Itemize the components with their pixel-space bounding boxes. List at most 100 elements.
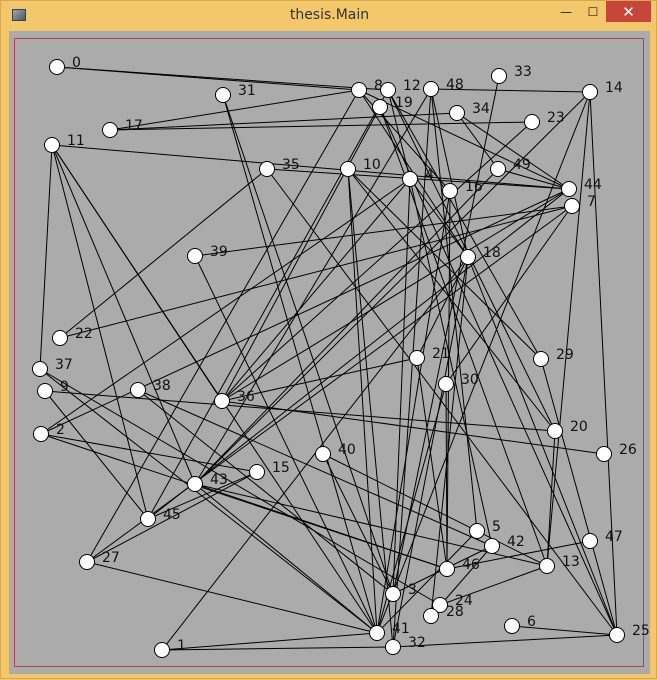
graph-node[interactable] xyxy=(315,446,331,462)
graph-node-label: 19 xyxy=(395,95,413,111)
graph-node[interactable] xyxy=(385,586,401,602)
graph-edge xyxy=(147,188,570,520)
graph-edge xyxy=(347,168,394,648)
graph-edge xyxy=(416,357,448,570)
graph-node[interactable] xyxy=(423,608,439,624)
graph-node[interactable] xyxy=(596,446,612,462)
graph-edge xyxy=(194,205,573,257)
graph-edge xyxy=(347,168,378,634)
close-button[interactable]: ✕ xyxy=(606,1,651,22)
graph-node[interactable] xyxy=(385,639,401,655)
graph-node-label: 30 xyxy=(461,372,479,388)
graph-node[interactable] xyxy=(449,105,465,121)
graph-node[interactable] xyxy=(533,351,549,367)
java-app-icon[interactable] xyxy=(12,9,26,21)
graph-edge xyxy=(222,94,378,634)
graph-node[interactable] xyxy=(37,383,53,399)
graph-edge xyxy=(194,91,591,485)
graph-node[interactable] xyxy=(402,171,418,187)
graph-node[interactable] xyxy=(582,84,598,100)
graph-edge xyxy=(51,144,149,520)
graph-node[interactable] xyxy=(547,423,563,439)
graph-node-label: 29 xyxy=(556,347,574,363)
graph-edge xyxy=(409,178,493,547)
graph-node[interactable] xyxy=(102,122,118,138)
maximize-button[interactable]: ☐ xyxy=(587,4,599,19)
graph-node[interactable] xyxy=(409,350,425,366)
graph-edge xyxy=(456,112,499,170)
graph-node[interactable] xyxy=(33,426,49,442)
graph-node[interactable] xyxy=(340,161,356,177)
graph-node[interactable] xyxy=(369,625,385,641)
graph-edge xyxy=(376,530,478,634)
graph-edge xyxy=(430,256,469,617)
graph-node[interactable] xyxy=(423,81,439,97)
graph-node-label: 12 xyxy=(403,78,421,94)
graph-node[interactable] xyxy=(442,183,458,199)
graph-node[interactable] xyxy=(372,99,388,115)
graph-node[interactable] xyxy=(32,361,48,377)
graph-edge xyxy=(430,88,591,93)
graph-node[interactable] xyxy=(469,523,485,539)
graph-node[interactable] xyxy=(561,181,577,197)
graph-node[interactable] xyxy=(259,161,275,177)
graph-node-label: 44 xyxy=(584,177,602,193)
graph-node-label: 7 xyxy=(587,194,596,210)
graph-node[interactable] xyxy=(524,114,540,130)
title-bar[interactable]: thesis.Main — ☐ ✕ xyxy=(1,1,657,31)
graph-node-label: 1 xyxy=(177,638,186,654)
graph-node[interactable] xyxy=(491,68,507,84)
graph-node[interactable] xyxy=(582,533,598,549)
graph-node[interactable] xyxy=(49,59,65,75)
graph-edge xyxy=(446,540,591,570)
graph-node-label: 11 xyxy=(67,133,85,149)
graph-node[interactable] xyxy=(460,249,476,265)
graph-node[interactable] xyxy=(214,393,230,409)
graph-node-label: 25 xyxy=(632,623,650,639)
graph-edge xyxy=(137,389,394,595)
graph-edge xyxy=(194,483,378,634)
graph-edge xyxy=(392,75,500,595)
graph-node[interactable] xyxy=(539,558,555,574)
graph-node-label: 41 xyxy=(392,621,410,637)
graph-node[interactable] xyxy=(484,538,500,554)
graph-node[interactable] xyxy=(79,554,95,570)
graph-node-label: 49 xyxy=(513,157,531,173)
graph-edge xyxy=(379,106,618,636)
graph-node-label: 47 xyxy=(605,529,623,545)
graph-edge xyxy=(59,205,573,339)
graph-node[interactable] xyxy=(351,82,367,98)
graph-node[interactable] xyxy=(187,248,203,264)
graph-edge xyxy=(161,256,469,651)
graph-node-label: 8 xyxy=(374,78,383,94)
graph-edge xyxy=(589,91,618,636)
graph-node[interactable] xyxy=(44,137,60,153)
graph-node[interactable] xyxy=(130,382,146,398)
graph-node[interactable] xyxy=(504,618,520,634)
graph-node[interactable] xyxy=(187,476,203,492)
graph-node[interactable] xyxy=(380,82,396,98)
graph-node[interactable] xyxy=(609,627,625,643)
graph-node[interactable] xyxy=(215,87,231,103)
graph-edge xyxy=(40,178,411,435)
graph-edge xyxy=(322,453,548,567)
graph-node-label: 3 xyxy=(408,582,417,598)
graph-node[interactable] xyxy=(432,597,448,613)
graph-node[interactable] xyxy=(249,464,265,480)
graph-node[interactable] xyxy=(140,511,156,527)
graph-edge xyxy=(86,205,573,563)
graph-edge xyxy=(147,471,258,520)
graph-node[interactable] xyxy=(490,161,506,177)
graph-node-label: 26 xyxy=(619,442,637,458)
graph-node[interactable] xyxy=(52,330,68,346)
graph-edge xyxy=(39,144,53,370)
minimize-button[interactable]: — xyxy=(560,4,572,19)
graph-node-label: 9 xyxy=(60,379,69,395)
graph-node[interactable] xyxy=(438,376,454,392)
graph-node[interactable] xyxy=(564,198,580,214)
graph-node-label: 45 xyxy=(163,507,181,523)
graph-node-label: 35 xyxy=(282,157,300,173)
graph-node[interactable] xyxy=(154,642,170,658)
graph-node[interactable] xyxy=(439,561,455,577)
